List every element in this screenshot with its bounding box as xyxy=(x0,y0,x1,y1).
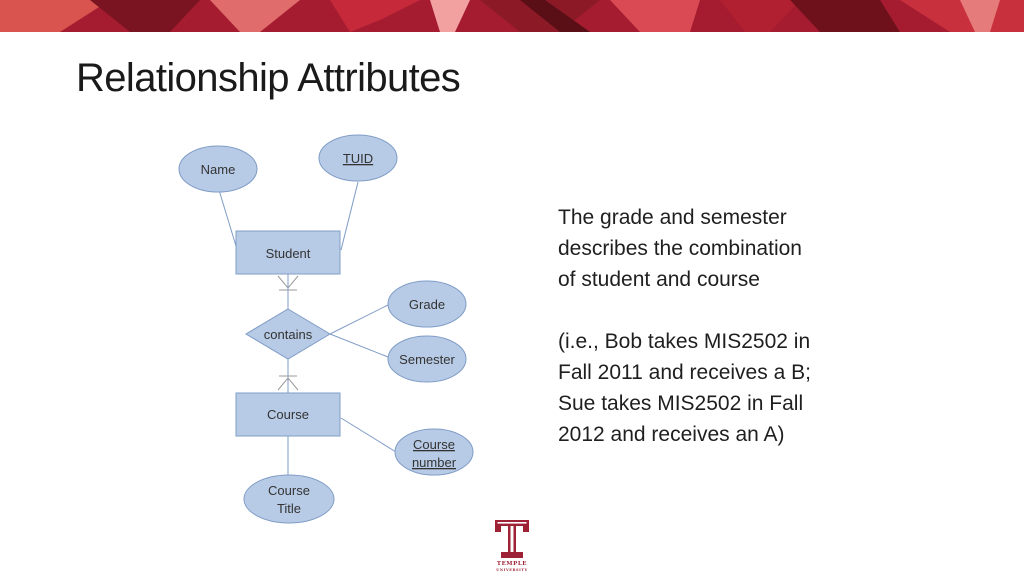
crows-foot-student xyxy=(277,275,299,291)
attribute-grade[interactable]: Grade xyxy=(387,280,467,328)
connector-name-student xyxy=(218,189,237,247)
attribute-course-title-label-line1: Course xyxy=(268,483,310,498)
description-line: The grade and semester xyxy=(558,206,787,229)
entity-course-label: Course xyxy=(267,407,309,422)
crows-foot-course xyxy=(277,375,299,391)
description-line: (i.e., Bob takes MIS2502 in xyxy=(558,330,811,353)
attribute-course-number-label-line1: Course xyxy=(413,437,455,452)
attribute-course-title-label-line2: Title xyxy=(277,501,301,516)
relationship-contains-label: contains xyxy=(264,327,313,342)
connector-contains-semester xyxy=(329,333,389,358)
relationship-contains[interactable]: contains xyxy=(245,308,331,360)
connector-contains-grade xyxy=(329,304,389,335)
connector-course-coursenumber xyxy=(340,417,397,453)
temple-university-logo: TEMPLE UNIVERSITY xyxy=(495,520,529,572)
attribute-grade-label: Grade xyxy=(409,297,445,312)
connector-tuid-student xyxy=(340,181,359,251)
attribute-semester-label: Semester xyxy=(399,352,455,367)
svg-text:UNIVERSITY: UNIVERSITY xyxy=(496,568,527,572)
attribute-semester[interactable]: Semester xyxy=(387,335,467,383)
description-text: The grade and semester describes the com… xyxy=(558,202,858,450)
description-line: of student and course xyxy=(558,268,760,291)
header-banner xyxy=(0,0,1024,32)
entity-student-label: Student xyxy=(266,246,311,261)
description-line: describes the combination xyxy=(558,237,802,260)
description-line: Sue takes MIS2502 in Fall xyxy=(558,392,804,415)
attribute-name[interactable]: Name xyxy=(178,145,258,193)
attribute-course-title[interactable]: Course Title xyxy=(243,474,335,524)
attribute-name-label: Name xyxy=(201,162,236,177)
description-line: 2012 and receives an A) xyxy=(558,423,785,446)
entity-course[interactable]: Course xyxy=(235,392,341,437)
svg-text:TEMPLE: TEMPLE xyxy=(497,561,527,567)
attribute-course-number-label-line2: number xyxy=(412,455,457,470)
attribute-course-number[interactable]: Course number xyxy=(394,428,474,476)
attribute-tuid[interactable]: TUID xyxy=(318,134,398,182)
description-line: Fall 2011 and receives a B; xyxy=(558,361,811,384)
entity-student[interactable]: Student xyxy=(235,230,341,275)
attribute-tuid-label: TUID xyxy=(343,151,373,166)
slide-title: Relationship Attributes xyxy=(76,56,461,100)
